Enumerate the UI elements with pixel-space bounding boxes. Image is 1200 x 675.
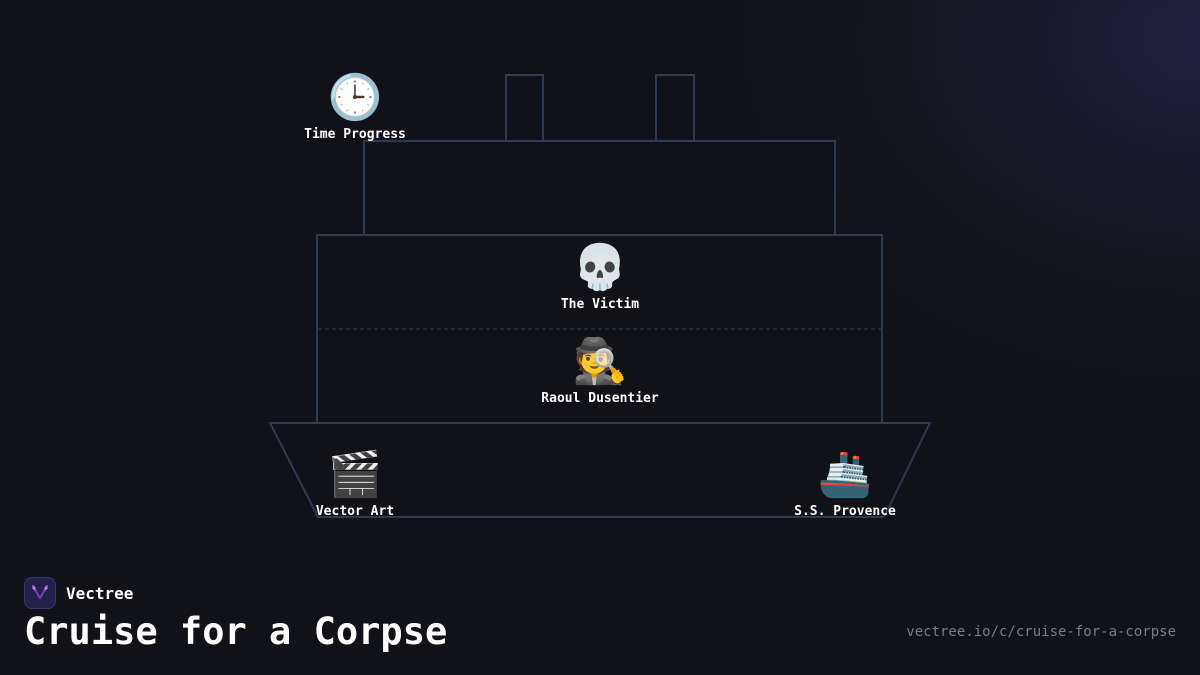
node-label: S.S. Provence: [794, 504, 896, 519]
vectree-logo-icon: [24, 577, 56, 609]
node-the-victim[interactable]: 💀 The Victim: [480, 242, 720, 313]
brand: Vectree: [24, 577, 133, 609]
node-time-progress[interactable]: 🕒 Time Progress: [235, 72, 475, 143]
page-title: Cruise for a Corpse: [24, 610, 448, 653]
hull: [268, 422, 932, 518]
node-label: The Victim: [560, 297, 640, 312]
node-label: Vector Art: [315, 504, 395, 519]
detective-icon: 🕵️: [572, 336, 628, 387]
upper-deck: [363, 140, 836, 236]
clock-icon: 🕒: [327, 72, 383, 123]
page-url[interactable]: vectree.io/c/cruise-for-a-corpse: [906, 624, 1176, 640]
brand-name: Vectree: [66, 583, 134, 603]
node-label: Raoul Dusentier: [541, 391, 659, 406]
ship-icon: 🚢: [817, 449, 873, 500]
clapper-board-icon: 🎬: [327, 449, 383, 500]
skull-icon: 💀: [572, 242, 628, 293]
node-label: Time Progress: [304, 127, 406, 142]
node-ss-provence[interactable]: 🚢 S.S. Provence: [725, 449, 965, 520]
node-vector-art[interactable]: 🎬 Vector Art: [235, 449, 475, 520]
right-funnel: [655, 74, 695, 142]
node-raoul-dusentier[interactable]: 🕵️ Raoul Dusentier: [480, 336, 720, 407]
left-funnel: [505, 74, 544, 142]
